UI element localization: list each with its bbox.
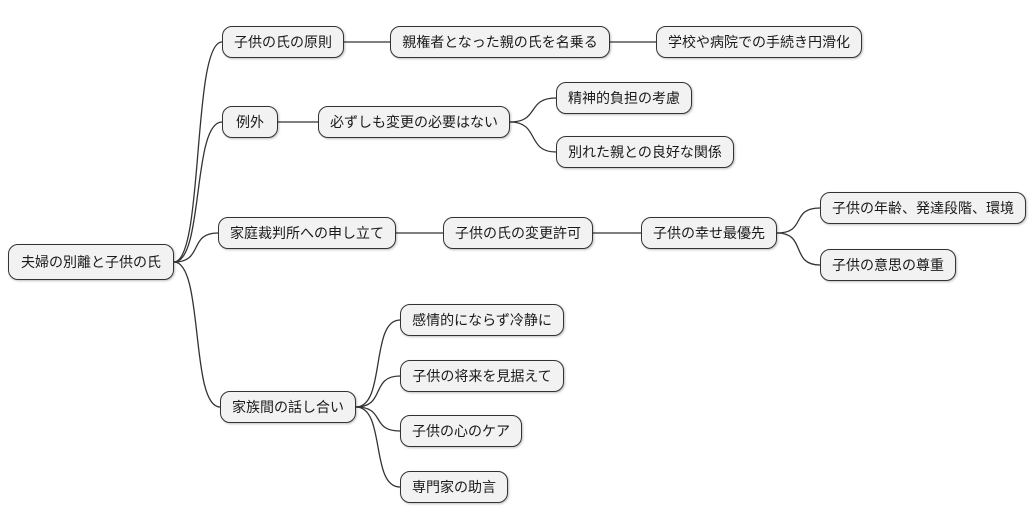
node-good-relationship-with-separated-parent: 別れた親との良好な関係 <box>556 136 734 168</box>
node-child-age-development-environment: 子供の年齢、発達段階、環境 <box>820 192 1026 224</box>
node-mental-burden-consideration: 精神的負担の考慮 <box>556 82 692 114</box>
edge-happiness-first-to-child-will <box>776 232 821 266</box>
edge-root-to-exception <box>173 121 223 263</box>
edge-family-discussion-to-mental-care <box>355 406 401 432</box>
node-stay-calm-not-emotional: 感情的にならず冷静に <box>400 304 564 336</box>
node-exception: 例外 <box>222 106 278 138</box>
edge-family-discussion-to-stay-calm <box>355 319 401 408</box>
edge-root-to-principle <box>173 41 223 263</box>
node-child-mental-care: 子供の心のケア <box>400 415 522 447</box>
edge-not-necessary-to-good-relationship <box>509 121 557 153</box>
edge-root-to-family-court <box>173 232 219 263</box>
node-surname-change-permission: 子供の氏の変更許可 <box>443 217 593 249</box>
edge-not-necessary-to-mental-burden <box>509 97 557 123</box>
node-take-custodial-parent-surname: 親権者となった親の氏を名乗る <box>390 26 610 58</box>
node-child-happiness-first: 子供の幸せ最優先 <box>641 217 777 249</box>
edge-family-discussion-to-child-future <box>355 375 401 408</box>
node-family-court-petition: 家庭裁判所への申し立て <box>218 217 396 249</box>
edge-happiness-first-to-age-development <box>776 207 821 234</box>
node-expert-advice: 専門家の助言 <box>400 471 508 503</box>
node-change-not-always-necessary: 必ずしも変更の必要はない <box>318 106 510 138</box>
node-respect-child-will: 子供の意思の尊重 <box>820 249 956 281</box>
node-child-surname-principle: 子供の氏の原則 <box>222 26 344 58</box>
edge-family-discussion-to-expert-advice <box>355 406 401 488</box>
edge-root-to-family-discussion <box>173 261 221 408</box>
node-focus-on-child-future: 子供の将来を見据えて <box>400 360 564 392</box>
node-family-discussion: 家族間の話し合い <box>220 391 356 423</box>
node-school-hospital-procedures: 学校や病院での手続き円滑化 <box>656 26 862 58</box>
node-root: 夫婦の別離と子供の氏 <box>8 244 174 280</box>
